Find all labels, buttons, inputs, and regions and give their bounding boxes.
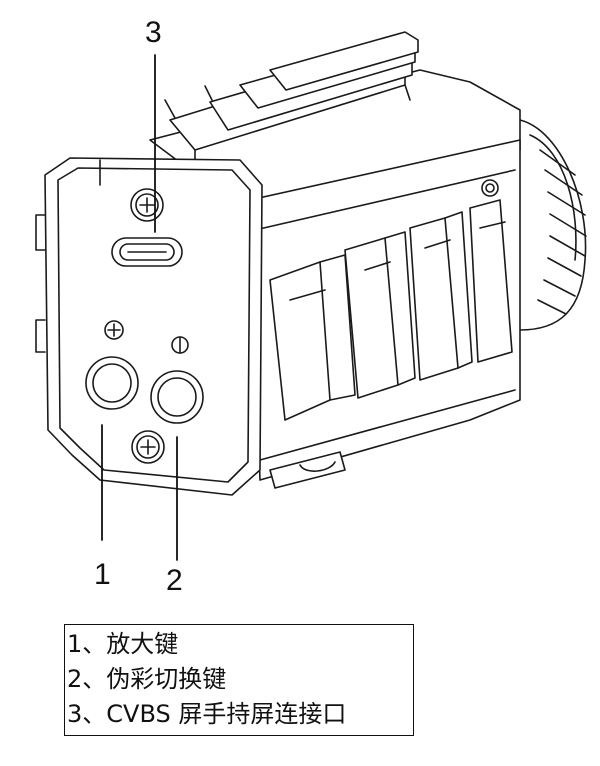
legend-item-pseudo-color: 2、伪彩切换键 bbox=[67, 665, 227, 693]
callout-2-label: 2 bbox=[166, 564, 183, 597]
legend-box: 1、放大键 2、伪彩切换键 3、CVBS 屏手持屏连接口 bbox=[64, 624, 414, 736]
zoom-button bbox=[85, 356, 139, 410]
callout-3-label: 3 bbox=[145, 16, 162, 49]
lens-barrel bbox=[519, 119, 587, 331]
pseudo-color-button bbox=[150, 370, 204, 424]
callout-1-label: 1 bbox=[94, 558, 111, 591]
side-body bbox=[249, 139, 521, 481]
leader-lines bbox=[101, 54, 178, 561]
legend-item-cvbs: 3、CVBS 屏手持屏连接口 bbox=[67, 700, 347, 728]
legend-item-zoom: 1、放大键 bbox=[67, 630, 179, 658]
bottom-foot bbox=[269, 451, 346, 489]
device-line-drawing bbox=[35, 31, 587, 561]
lower-screw bbox=[131, 430, 165, 464]
panel-symbols bbox=[104, 320, 189, 354]
